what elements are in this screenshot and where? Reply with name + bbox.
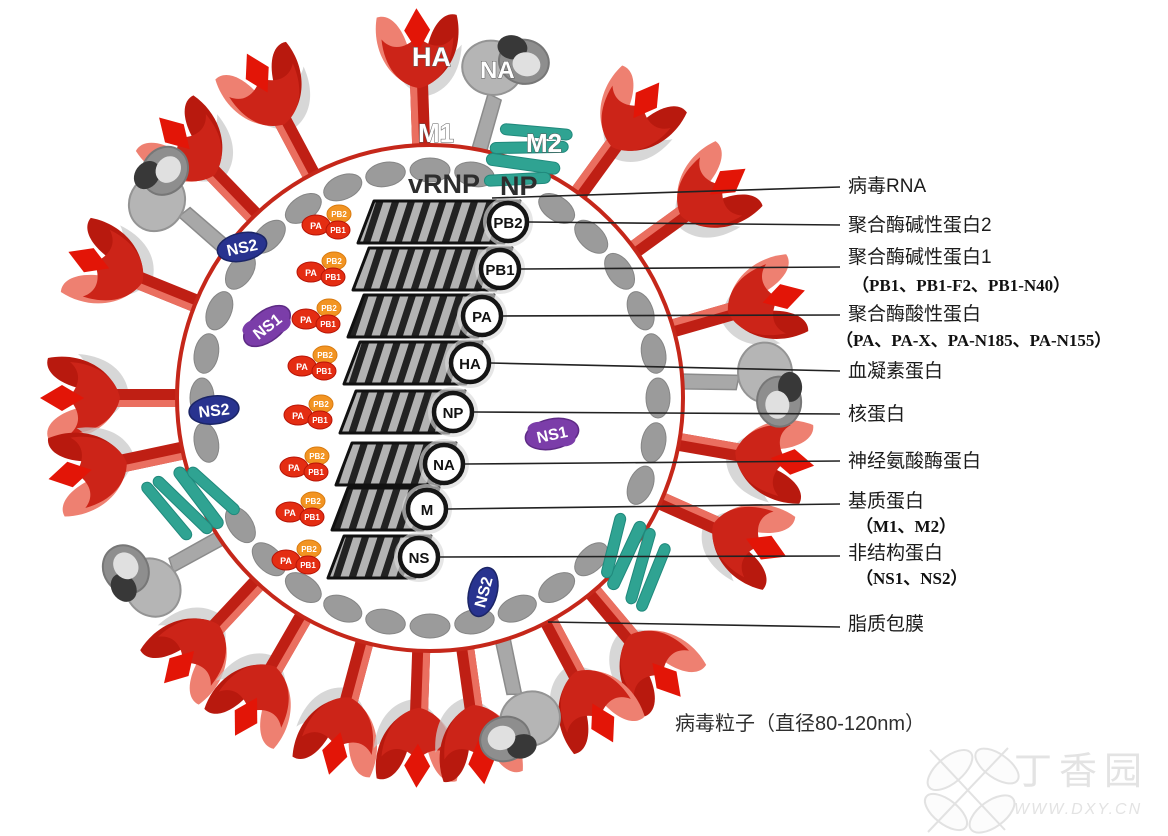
leader-line [439,555,841,558]
leader-line [447,503,841,510]
segment-label: PB1 [485,262,514,279]
leader-line [491,186,841,199]
segment-label: M [421,502,434,519]
m2-surface-label: M2 [526,128,562,158]
leader-line [502,314,841,317]
vrnp-segment-np: NP [283,387,478,437]
vrnp-segment-ha: HA [287,338,495,388]
segment-label: NS [409,550,430,567]
vrnp-label: vRNP [408,169,480,199]
annotation-label: 聚合酶酸性蛋白 [848,303,981,325]
annotation-list: 病毒RNA 聚合酶碱性蛋白2 聚合酶碱性蛋白1 （PB1、PB1-F2、PB1-… [836,175,1111,635]
annotation-label: 聚合酶碱性蛋白1 [848,246,992,268]
annotation-label: 核蛋白 [848,403,905,425]
vrnp-segment-na: NA [279,439,469,489]
annotation-sub-label: （NS1、NS2） [856,568,967,588]
figure-caption: 病毒粒子（直径80-120nm） [675,712,925,735]
annotation-sub-label: （PA、PA-X、PA-N185、PA-N155） [836,330,1111,350]
vrnp-segment-ns: NS [271,532,444,582]
leader-line [473,411,841,415]
leader-line [528,221,841,226]
segment-np-circle [431,390,475,434]
segment-label: NP [443,405,464,422]
leader-line [464,460,841,465]
annotation-label: 血凝素蛋白 [848,360,943,382]
annotation-sub-label: （PB1、PB1-F2、PB1-N40） [852,275,1070,295]
vrnp-segment-pa: PA [291,291,507,341]
annotation-label: 非结构蛋白 [848,542,943,564]
vrnp-segment-m: M [275,484,452,534]
vrnp-segments: PB2 PB1 PA HA NP [271,197,533,582]
segment-label: PA [472,309,492,326]
watermark: 丁香园 WWW.DXY.CN [923,747,1149,834]
annotation-label: 病毒RNA [848,175,926,197]
vrnp-segment-pb2: PB2 [301,197,533,247]
m1-surface-label: M1 [418,118,454,148]
na-surface-label: NA [480,57,515,84]
segment-label: NA [433,457,455,474]
segment-np-circle [422,442,466,486]
watermark-leaf-logo [923,747,1020,834]
annotation-label: 聚合酶碱性蛋白2 [848,214,992,236]
annotation-label: 神经氨酸酶蛋白 [848,450,981,472]
segment-label: PB2 [493,215,522,232]
annotation-label: 脂质包膜 [848,613,924,635]
segment-label: HA [459,356,481,373]
segment-np-circle [397,535,441,579]
leader-line [547,621,841,628]
segment-np-circle [405,487,449,531]
leader-lines [439,186,841,628]
vrnp-segment-pb1: PB1 [296,244,525,294]
watermark-url: WWW.DXY.CN [1014,801,1142,818]
annotation-label: 基质蛋白 [848,490,924,512]
segment-np-circle [478,247,522,291]
ha-surface-label: HA [412,42,451,72]
watermark-name: 丁香园 [1014,751,1149,793]
np-label: NP [500,171,538,201]
segment-np-circle [460,294,504,338]
segment-np-circle [486,200,530,244]
leader-line [490,362,841,372]
leader-line [520,266,841,270]
annotation-sub-label: （M1、M2） [856,516,956,536]
segment-np-circle [448,341,492,385]
